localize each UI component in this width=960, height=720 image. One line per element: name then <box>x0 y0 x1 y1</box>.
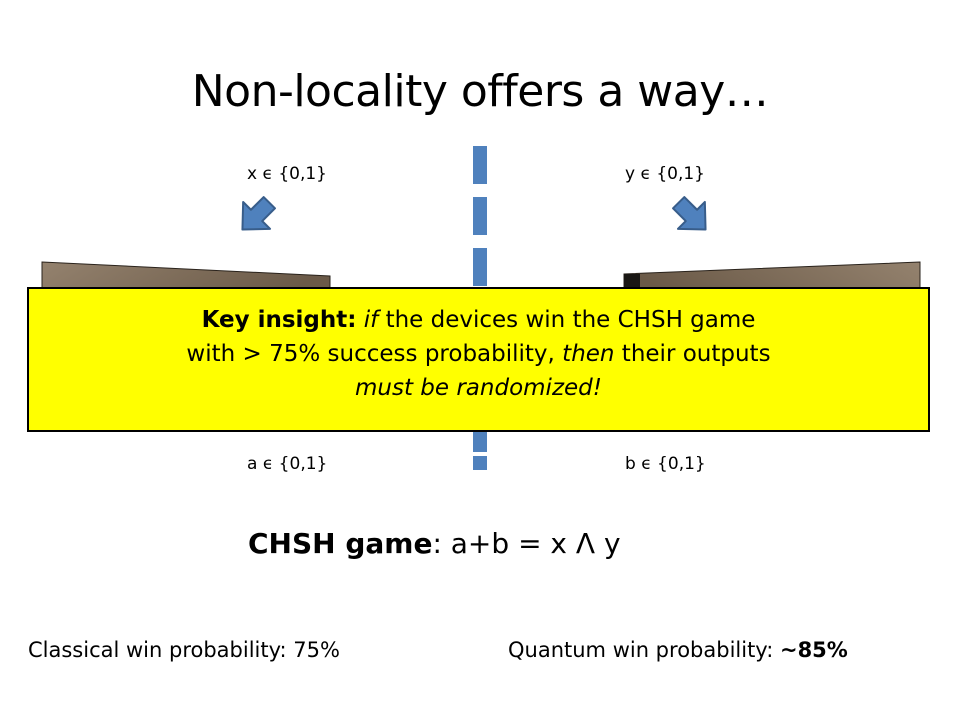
output-b-label: b ϵ {0,1} <box>625 454 706 474</box>
classical-probability: Classical win probability: 75% <box>28 638 340 662</box>
insight-line2-start: with > 75% success probability, <box>186 341 563 367</box>
input-x-label: x ϵ {0,1} <box>247 164 327 184</box>
quantum-label: Quantum win probability: <box>508 638 780 662</box>
quantum-value: ~85% <box>779 638 848 662</box>
key-insight-box: Key insight: if the devices win the CHSH… <box>27 287 930 432</box>
insight-line1-rest: the devices win the CHSH game <box>378 307 756 333</box>
insight-then: then <box>562 341 615 367</box>
insight-lead: Key insight: <box>201 307 357 333</box>
chsh-equation: : a+b = x Λ y <box>432 527 621 560</box>
chsh-game-rule: CHSH game: a+b = x Λ y <box>248 524 621 564</box>
input-arrow-icon <box>672 196 707 231</box>
slide-title: Non-locality offers a way… <box>191 66 769 117</box>
insight-line3: must be randomized! <box>355 375 602 401</box>
input-arrow-icon <box>241 196 276 231</box>
insight-line2-end: their outputs <box>614 341 771 367</box>
chsh-label: CHSH game <box>248 527 433 560</box>
output-a-label: a ϵ {0,1} <box>247 454 328 474</box>
divider-line <box>473 146 487 470</box>
insight-line-2: with > 75% success probability, then the… <box>29 337 928 371</box>
quantum-probability: Quantum win probability: ~85% <box>508 635 848 665</box>
input-y-label: y ϵ {0,1} <box>625 164 705 184</box>
insight-line-3: must be randomized! <box>29 371 928 405</box>
insight-if: if <box>363 307 379 333</box>
insight-line-1: Key insight: if the devices win the CHSH… <box>29 303 928 337</box>
